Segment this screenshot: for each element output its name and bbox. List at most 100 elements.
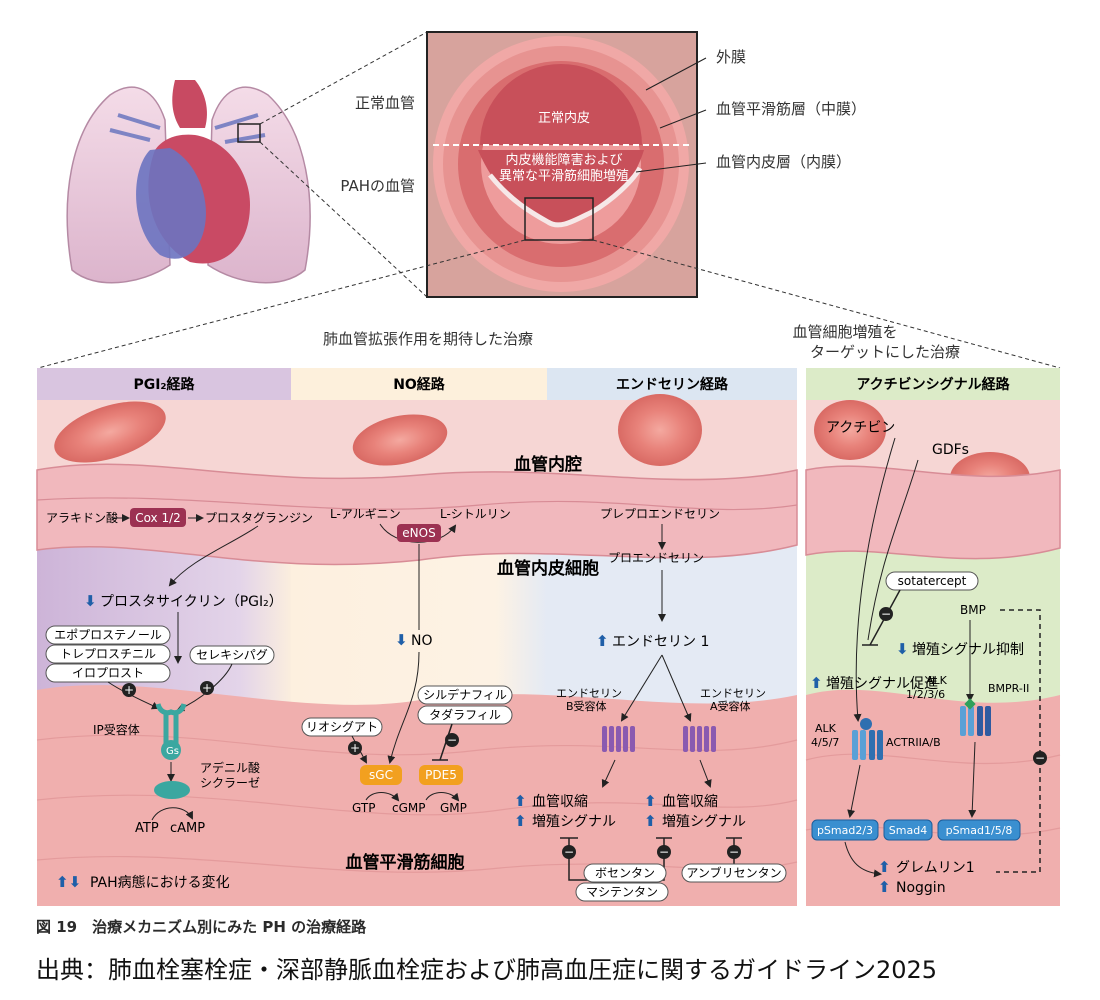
drug-tadalafil: タダラフィル: [429, 707, 501, 722]
vessel-cross-section: [426, 31, 698, 298]
minus-icon: [727, 845, 741, 859]
adenylate-line1: アデニル酸: [200, 760, 260, 775]
camp-label: cAMP: [170, 821, 205, 836]
smad4-box: [883, 819, 933, 841]
actriia-label: ACTRIIA/B: [886, 736, 941, 749]
pah-vessel-label: PAHの血管: [340, 177, 415, 195]
svg-text:−: −: [881, 607, 891, 621]
l-arginine: L-アルギニン: [330, 507, 401, 521]
adenylate-cyclase-icon: [154, 781, 190, 799]
gremlin-label: グレムリン1: [896, 860, 975, 876]
activin-label: アクチビン: [826, 420, 895, 436]
alk1236-line1: ALK: [926, 674, 948, 687]
normal-endothelium-label: 正常内皮: [538, 110, 590, 126]
endothelin-a-receptor-icon: [683, 726, 716, 752]
legend-text: PAH病態における変化: [90, 874, 230, 891]
sgc-enzyme: [360, 765, 402, 785]
svg-text:−: −: [564, 845, 574, 859]
preproendothelin: プレプロエンドセリン: [600, 507, 720, 521]
down-arrow-icon: ⬇: [395, 631, 408, 649]
drug-treprostinil: トレプロスチニル: [60, 647, 156, 661]
up-arrow-icon: ⬆: [644, 812, 657, 830]
svg-text:−: −: [1035, 751, 1045, 765]
cgmp-label: cGMP: [392, 801, 426, 815]
vasodilation-label: 肺血管拡張作用を期待した治療: [323, 330, 533, 348]
vasoconstriction-b: 血管収縮: [532, 794, 588, 810]
prostaglandin: プロスタグランジン: [205, 511, 313, 525]
drug-selexipag: セレキシパグ: [196, 648, 268, 662]
up-arrow-icon: ⬆: [596, 632, 609, 650]
normal-vessel-label: 正常血管: [355, 94, 415, 112]
activin-receptor-icon: [852, 718, 883, 760]
svg-text:+: +: [124, 683, 134, 697]
endothelin1: エンドセリン 1: [612, 634, 709, 650]
psmad158-box: [937, 819, 1021, 841]
psmad23-label: pSmad2/3: [817, 824, 873, 837]
smad4-label: Smad4: [889, 824, 927, 837]
bmp-label: BMP: [960, 603, 986, 617]
drug-iloprost: イロプロスト: [72, 666, 144, 680]
no-label: NO: [411, 633, 433, 649]
proliferation-label-1: 血管細胞増殖を: [792, 323, 897, 341]
sgc-label: sGC: [369, 768, 393, 782]
header-activin: アクチビンシグナル経路: [856, 376, 1010, 393]
gs-label: Gs: [166, 746, 179, 757]
pde5-label: PDE5: [425, 768, 457, 782]
svg-text:+: +: [350, 741, 360, 755]
header-endothelin: エンドセリン経路: [616, 376, 729, 393]
receptor-b-line1: エンドセリン: [556, 687, 622, 700]
source-citation: 出典：肺血栓塞栓症・深部静脈血栓症および肺高血圧症に関するガイドライン2025: [36, 956, 938, 984]
header-no: NO経路: [393, 376, 446, 393]
noggin-label: Noggin: [896, 880, 946, 896]
down-arrow-icon: ⬇: [84, 592, 97, 610]
promote-label: 増殖シグナル促進: [826, 675, 938, 692]
minus-icon: [879, 607, 893, 621]
proliferation-label-2: ターゲットにした治療: [810, 343, 960, 361]
down-arrow-icon: ⬇: [896, 640, 909, 658]
proliferation-a: 増殖シグナル: [662, 813, 746, 830]
minus-icon: [562, 845, 576, 859]
bmpr2-label: BMPR-II: [988, 682, 1029, 695]
gtp-label: GTP: [352, 801, 375, 815]
receptor-b-line2: B受容体: [566, 699, 607, 713]
vasoconstriction-a: 血管収縮: [662, 794, 718, 810]
enos-enzyme: [397, 524, 441, 542]
up-arrow-icon: ⬆: [514, 792, 527, 810]
plus-icon: [200, 681, 214, 695]
enos-label: eNOS: [402, 526, 435, 540]
alk457-line2: 4/5/7: [811, 736, 839, 749]
svg-text:+: +: [202, 681, 212, 695]
sotatercept-drug: sotatercept: [898, 574, 967, 588]
alk1236-line2: 1/2/3/6: [906, 688, 945, 701]
endothelin-b-receptor-icon: [602, 726, 635, 752]
up-arrow-icon: ⬆: [810, 674, 823, 692]
media-label: 血管平滑筋層（中膜）: [716, 100, 866, 118]
drug-sildenafil: シルデナフィル: [423, 687, 507, 702]
ip-receptor: IP受容体: [93, 722, 140, 737]
lumen-label: 血管内腔: [514, 454, 582, 475]
header-pgi2: PGI₂経路: [133, 376, 195, 393]
psmad23-box: [811, 819, 879, 841]
ip-receptor-icon: [155, 703, 187, 760]
svg-text:−: −: [447, 733, 457, 747]
adenylate-line2: シクラーゼ: [200, 776, 260, 790]
receptor-a-line2: A受容体: [710, 699, 751, 713]
cox-enzyme: [130, 508, 186, 527]
suppress-label: 増殖シグナル抑制: [912, 641, 1024, 658]
gmp-label: GMP: [440, 801, 467, 815]
alk457-line1: ALK: [815, 722, 837, 735]
cox-label: Cox 1/2: [135, 511, 181, 525]
up-arrow-icon: ⬆: [878, 858, 891, 876]
up-arrow-icon: ⬆: [514, 812, 527, 830]
up-arrow-icon: ⬆: [644, 792, 657, 810]
atp-label: ATP: [135, 821, 159, 836]
plus-icon: [348, 741, 362, 755]
smooth-muscle-label: 血管平滑筋細胞: [346, 852, 465, 873]
drug-riociguat: リオシグアト: [306, 720, 378, 734]
svg-text:−: −: [659, 845, 669, 859]
arachidonic-acid: アラキドン酸: [46, 510, 118, 525]
minus-icon: [1033, 751, 1047, 765]
figure-caption: 図 19 治療メカニズム別にみた PH の治療経路: [36, 918, 367, 936]
adventitia-label: 外膜: [716, 48, 746, 66]
proliferation-b: 増殖シグナル: [532, 813, 616, 830]
